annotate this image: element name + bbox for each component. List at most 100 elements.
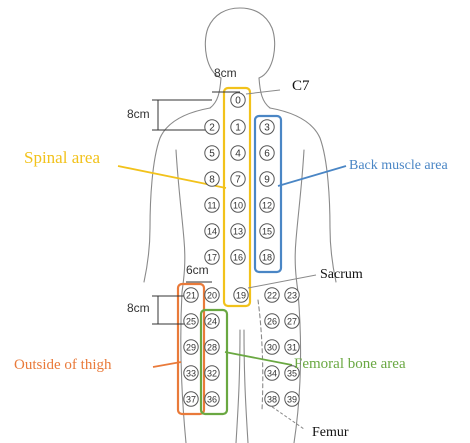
femoral-bone-area-label: Femoral bone area [294,356,406,373]
point-label: 34 [267,369,277,379]
point-33: 33 [184,366,198,380]
point-24: 24 [205,314,219,328]
point-label: 13 [233,227,243,237]
point-1: 1 [231,120,245,134]
point-4: 4 [231,146,245,160]
point-label: 25 [186,317,196,327]
point-26: 26 [265,314,279,328]
point-34: 34 [265,366,279,380]
point-label: 39 [287,395,297,405]
point-0: 0 [231,93,245,107]
point-label: 31 [287,343,297,353]
back-muscle-area-label: Back muscle area [349,158,448,174]
point-label: 7 [235,175,241,186]
point-label: 33 [186,369,196,379]
outside-thigh-leader-line [153,362,181,367]
femoral-leader-line [225,352,292,365]
point-label: 23 [287,291,297,301]
point-37: 37 [184,392,198,406]
point-15: 15 [260,224,274,238]
point-11: 11 [205,198,219,212]
point-22: 22 [265,288,279,302]
point-2: 2 [205,120,219,134]
point-label: 6 [264,149,270,160]
point-5: 5 [205,146,219,160]
back-muscle-area-box [255,116,281,272]
point-label: 0 [235,96,241,107]
point-31: 31 [285,340,299,354]
point-21: 21 [184,288,198,302]
point-36: 36 [205,392,219,406]
point-39: 39 [285,392,299,406]
point-29: 29 [184,340,198,354]
bottom-height-label: 8cm [127,301,150,315]
back-muscle-leader-line [278,166,346,186]
point-12: 12 [260,198,274,212]
left-shoulder-outline [144,108,210,282]
point-label: 20 [207,291,217,301]
point-25: 25 [184,314,198,328]
point-label: 21 [186,291,196,301]
right-torso-outline [295,150,304,292]
point-label: 18 [262,253,272,263]
top-height-label: 8cm [127,107,150,121]
point-28: 28 [205,340,219,354]
point-label: 14 [207,227,217,237]
spinal-area-label: Spinal area [24,148,100,168]
left-leg-outline [181,292,186,443]
point-label: 5 [209,149,215,160]
femur-bone-outline [258,300,263,410]
bottom-width-label: 6cm [186,263,209,277]
point-label: 16 [233,253,243,263]
point-label: 22 [267,291,277,301]
point-label: 38 [267,395,277,405]
point-label: 19 [236,291,246,301]
point-10: 10 [231,198,245,212]
point-label: 28 [207,343,217,353]
point-9: 9 [260,172,274,186]
point-label: 15 [262,227,272,237]
point-6: 6 [260,146,274,160]
point-label: 29 [186,343,196,353]
point-label: 2 [209,123,215,134]
point-32: 32 [205,366,219,380]
top-width-label: 8cm [214,66,237,80]
point-8: 8 [205,172,219,186]
point-label: 4 [235,149,241,160]
outside-thigh-label: Outside of thigh [14,357,112,374]
leg-gap-outline [236,330,248,443]
point-13: 13 [231,224,245,238]
point-label: 12 [262,201,272,211]
point-3: 3 [260,120,274,134]
point-label: 32 [207,369,217,379]
point-27: 27 [285,314,299,328]
point-label: 27 [287,317,297,327]
point-16: 16 [231,250,245,264]
point-label: 36 [207,395,217,405]
point-label: 1 [235,123,241,134]
point-20: 20 [205,288,219,302]
point-19: 19 [234,288,248,302]
point-38: 38 [265,392,279,406]
point-label: 8 [209,175,215,186]
point-label: 3 [264,123,270,134]
c7-leader-line [246,90,280,94]
point-label: 24 [207,317,217,327]
left-torso-outline [176,150,185,292]
sacrum-label: Sacrum [320,267,363,283]
point-label: 26 [267,317,277,327]
point-label: 11 [207,201,216,211]
sacrum-leader-line [248,275,316,288]
point-30: 30 [265,340,279,354]
point-14: 14 [205,224,219,238]
point-label: 17 [207,253,217,263]
femur-label: Femur [312,425,349,441]
point-label: 9 [264,175,270,186]
point-label: 37 [186,395,196,405]
c7-label: C7 [292,78,310,95]
point-18: 18 [260,250,274,264]
point-23: 23 [285,288,299,302]
point-7: 7 [231,172,245,186]
point-label: 10 [233,201,243,211]
